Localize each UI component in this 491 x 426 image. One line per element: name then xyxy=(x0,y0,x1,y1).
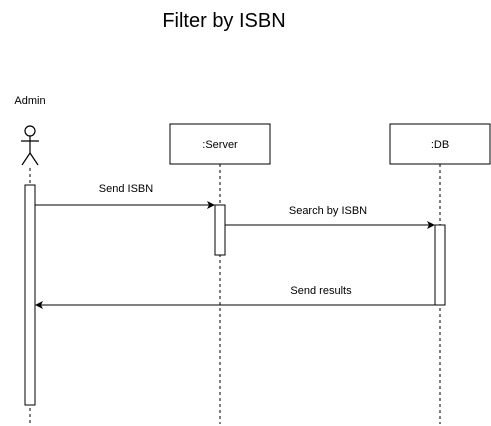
actor-admin-label: Admin xyxy=(14,95,45,107)
activation-server xyxy=(214,204,226,256)
participant-server-label: :Server xyxy=(202,139,238,151)
actor-admin-icon xyxy=(21,125,39,166)
message-send-results-label: Send results xyxy=(290,285,352,297)
diagram-title: Filter by ISBN xyxy=(162,10,285,32)
participant-db: :DB xyxy=(389,123,491,165)
activation-db xyxy=(434,224,446,306)
message-send-isbn-label: Send ISBN xyxy=(99,183,153,195)
participant-db-label: :DB xyxy=(431,139,449,151)
message-search-by-isbn-label: Search by ISBN xyxy=(289,205,367,217)
participant-server: :Server xyxy=(169,123,271,165)
activation-admin xyxy=(24,184,36,406)
